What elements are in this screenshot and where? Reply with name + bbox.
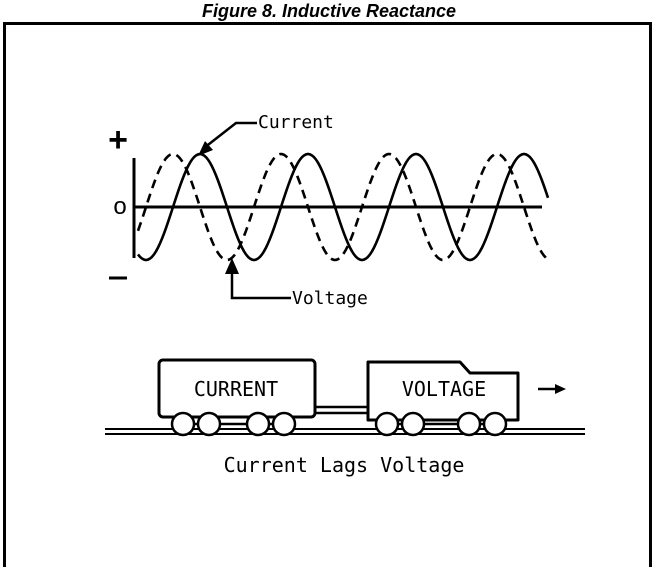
current-car-label: CURRENT xyxy=(194,377,278,401)
axis-zero-label: o xyxy=(113,193,126,220)
current-leader-line xyxy=(203,121,257,149)
wheel xyxy=(245,411,271,437)
wheel xyxy=(374,411,400,437)
current-wave xyxy=(137,152,550,262)
current-car-body xyxy=(157,358,317,419)
voltage-wave-label: Voltage xyxy=(292,288,368,309)
figure-title: Figure 8. Inductive Reactance xyxy=(201,1,457,21)
wheel xyxy=(196,411,222,437)
wheel xyxy=(170,411,196,437)
axis-plus-label: + xyxy=(108,121,128,159)
voltage-wave xyxy=(136,152,549,262)
figure-frame xyxy=(3,22,652,567)
wheel xyxy=(456,411,482,437)
voltage-car-body xyxy=(366,360,520,422)
current-arrowhead xyxy=(198,141,213,156)
current-wave-label: Current xyxy=(258,112,334,133)
voltage-car-label: VOLTAGE xyxy=(402,377,486,401)
wheel xyxy=(400,411,426,437)
voltage-arrowhead xyxy=(225,258,239,274)
wheel xyxy=(482,411,508,437)
direction-arrow-icon xyxy=(538,384,566,394)
wheel xyxy=(271,411,297,437)
figure-caption: Current Lags Voltage xyxy=(224,453,465,477)
voltage-leader-line xyxy=(230,270,291,300)
